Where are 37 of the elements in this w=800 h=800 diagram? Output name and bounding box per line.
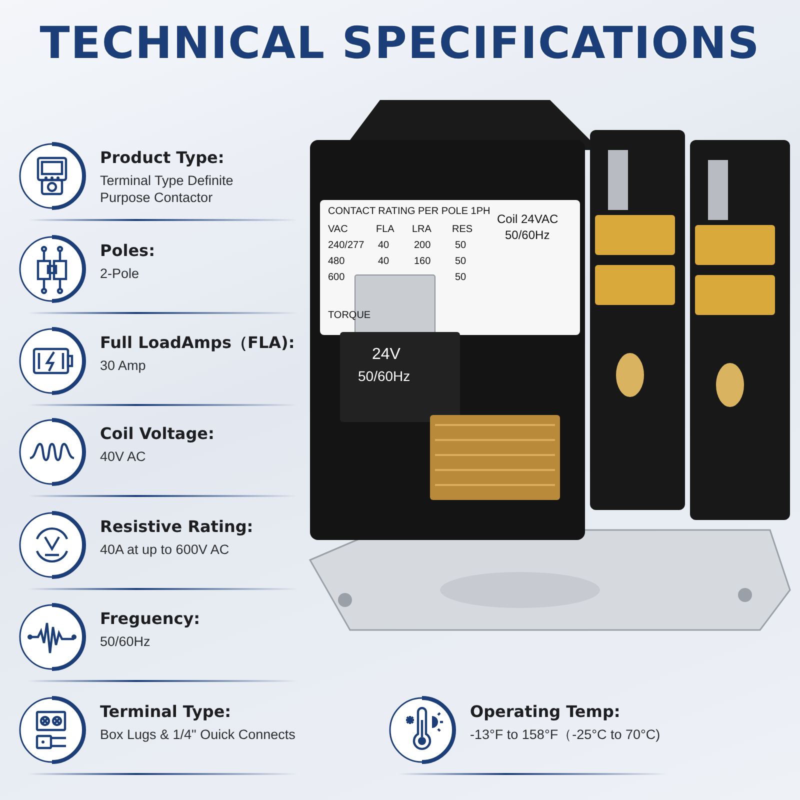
table-cell: 240/277 [328,240,364,251]
spec-heading: Poles: [100,241,155,260]
spec-value: 2-Pole [100,265,140,282]
page-title: TECHNICAL SPECIFICATIONS [38,18,762,69]
table-cell: 200 [414,240,431,251]
spec-value: 40V AC [100,448,146,465]
coil-frequency-marking: 50/60Hz [358,368,410,384]
table-cell: 160 [414,256,431,267]
spec-heading: Operating Temp: [470,702,620,721]
torque-text: TORQUE [328,310,371,321]
coil-rating-text: 50/60Hz [505,228,550,242]
spec-heading: Resistive Rating: [100,517,254,536]
spec-value: 50/60Hz [100,633,150,650]
spec-value: Terminal Type Definite Purpose Contactor [100,172,234,206]
spec-heading: Freguency: [100,609,200,628]
table-header: FLA [376,224,394,235]
spec-value: 40A at up to 600V AC [100,541,230,558]
spec-value: -13°F to 158°F（-25°C to 70°C) [470,726,660,743]
table-cell: 50 [455,272,466,283]
table-cell: 600 [328,272,345,283]
table-cell: 40 [378,256,390,267]
table-cell: 40 [378,240,390,251]
spec-heading: Full LoadAmps（FLA): [100,333,295,354]
table-header: LRA [412,224,432,235]
spec-heading: Product Type: [100,148,224,167]
spec-value: 30 Amp [100,357,146,374]
table-cell: 50 [455,256,466,267]
spec-heading: Coil Voltage: [100,424,214,443]
spec-value: Box Lugs & 1/4" Ouick Connects [100,726,296,743]
table-header: RES [452,224,473,235]
coil-rating-text: Coil 24VAC [497,212,558,226]
rating-label-heading: CONTACT RATING PER POLE 1PH [328,206,490,217]
spec-heading: Terminal Type: [100,702,232,721]
table-cell: 480 [328,256,345,267]
table-header: VAC [328,224,348,235]
table-cell: 50 [455,240,466,251]
coil-voltage-marking: 24V [372,346,400,364]
